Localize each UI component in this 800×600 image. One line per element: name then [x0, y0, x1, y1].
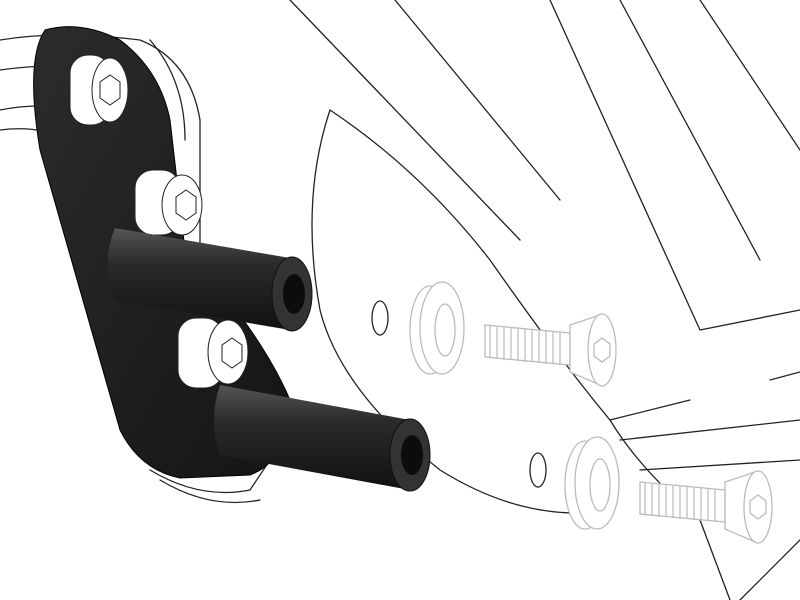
spacer-lower	[214, 385, 431, 492]
plate-bolt-1	[69, 54, 129, 126]
hex-socket-icon	[593, 337, 611, 363]
plate-bolt-2	[134, 169, 203, 236]
frame-hole-upper	[371, 300, 389, 336]
plate-bolt-3	[177, 317, 249, 389]
hex-socket-icon	[175, 189, 197, 221]
screw-upper	[484, 313, 617, 387]
hex-socket-icon	[221, 337, 243, 369]
screw-lower	[639, 470, 773, 544]
washer-lower	[564, 436, 620, 530]
frame-hole-lower	[529, 452, 547, 488]
hex-socket-icon	[99, 74, 121, 106]
washer-upper	[409, 281, 465, 375]
hex-socket-icon	[749, 494, 767, 520]
spacer-upper	[107, 228, 313, 332]
